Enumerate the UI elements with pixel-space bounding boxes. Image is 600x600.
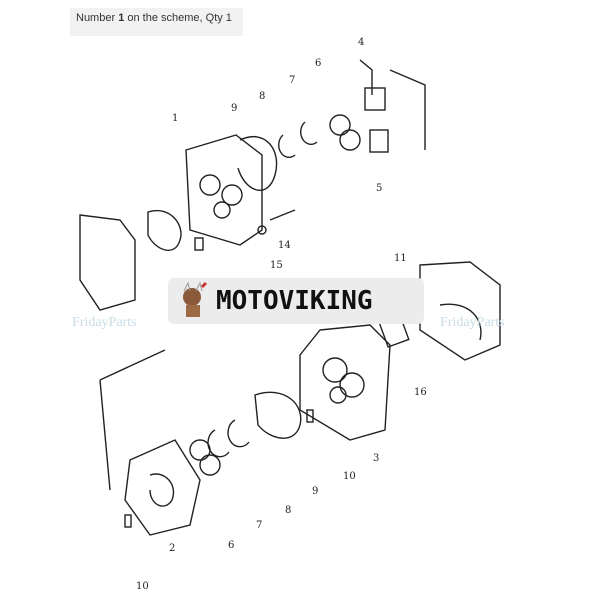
upper-assembly: [79, 59, 501, 361]
caption-prefix: Number: [76, 12, 119, 24]
part-label: 7: [256, 520, 262, 531]
caption-number: 1: [118, 12, 125, 24]
part-label: 7: [289, 75, 295, 86]
watermark-right: FridayParts: [440, 315, 505, 330]
viking-mascot-icon: [176, 281, 210, 321]
watermark-left: FridayParts: [72, 315, 137, 330]
part-label: 9: [312, 486, 318, 497]
part-label: 6: [228, 540, 234, 551]
part-label: 11: [394, 253, 407, 264]
logo-text: MOTOVIKING: [216, 286, 373, 316]
part-label: 1: [172, 113, 178, 124]
part-label: 10: [343, 471, 356, 482]
part-label: 10: [136, 581, 149, 592]
lower-assembly: [99, 314, 410, 536]
part-label: 14: [278, 240, 291, 251]
part-number-labels: 1 9 8 7 6 4 5 14 15 11 16 3 10 9 8 7 6 2 10: [136, 37, 427, 592]
scheme-caption: Number 1 on the scheme, Qty 1: [70, 8, 243, 36]
part-label: 2: [169, 543, 175, 554]
part-label: 6: [315, 58, 321, 69]
motoviking-logo: MOTOVIKING: [168, 278, 424, 324]
caption-suffix: on the scheme, Qty 1: [124, 12, 232, 24]
part-label: 3: [373, 453, 379, 464]
part-label: 15: [270, 260, 283, 271]
part-label: 8: [259, 91, 265, 102]
part-label: 5: [376, 183, 382, 194]
part-label: 16: [414, 387, 427, 398]
part-label: 9: [231, 103, 237, 114]
part-label: 8: [285, 505, 291, 516]
part-label: 4: [358, 37, 364, 48]
